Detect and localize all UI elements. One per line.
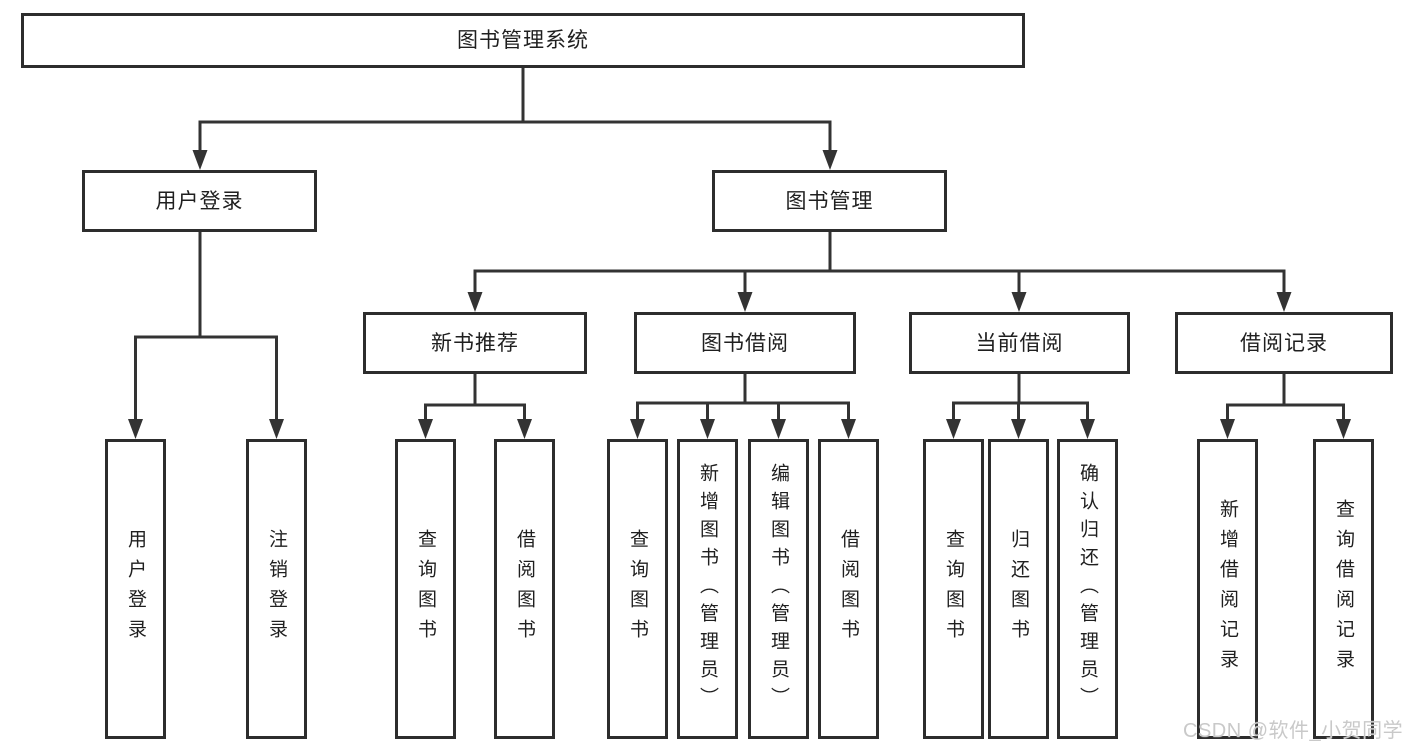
leaf-logout: 注销登录 (246, 439, 307, 739)
node-book-management: 图书管理 (712, 170, 947, 232)
leaf-return-books: 归还图书 (988, 439, 1049, 739)
leaf-confirm-return-admin: 确认归还（管理员） (1057, 439, 1118, 739)
leaf-user-login: 用户登录 (105, 439, 166, 739)
node-user-login: 用户登录 (82, 170, 317, 232)
leaf-query-borrow-record: 查询借阅记录 (1313, 439, 1374, 739)
node-library-system: 图书管理系统 (21, 13, 1025, 68)
leaf-add-borrow-record: 新增借阅记录 (1197, 439, 1258, 739)
leaf-query-books: 查询图书 (395, 439, 456, 739)
leaf-query-books: 查询图书 (923, 439, 984, 739)
leaf-add-books-admin: 新增图书（管理员） (677, 439, 738, 739)
leaf-borrow-books: 借阅图书 (494, 439, 555, 739)
leaf-edit-books-admin: 编辑图书（管理员） (748, 439, 809, 739)
node-book-borrowing: 图书借阅 (634, 312, 856, 374)
node-borrowing-records: 借阅记录 (1175, 312, 1393, 374)
csdn-watermark: CSDN @软件_小贺同学 (1183, 720, 1404, 742)
node-current-borrowing: 当前借阅 (909, 312, 1130, 374)
leaf-query-books: 查询图书 (607, 439, 668, 739)
node-new-book-recommend: 新书推荐 (363, 312, 587, 374)
leaf-borrow-books: 借阅图书 (818, 439, 879, 739)
arrowheads (128, 150, 1351, 439)
